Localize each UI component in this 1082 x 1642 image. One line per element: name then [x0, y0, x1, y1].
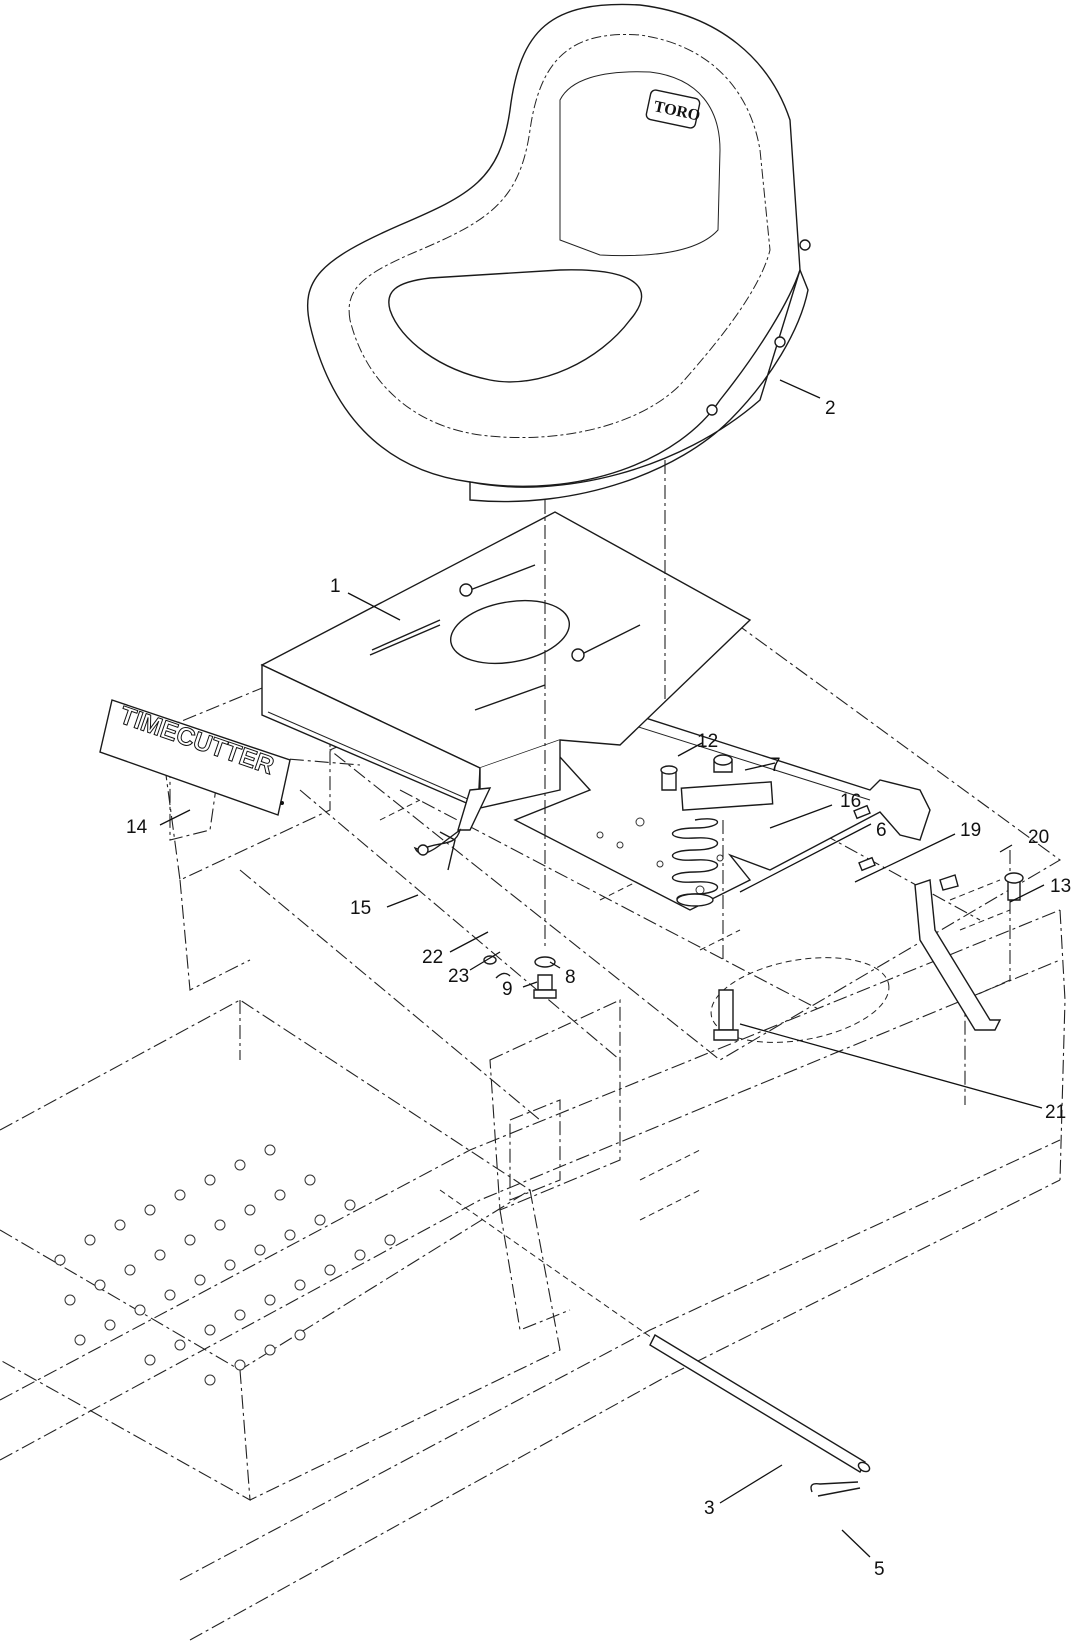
latch-rod: [413, 828, 462, 871]
callout-2: 2: [825, 398, 836, 419]
callout-3: 3: [704, 1498, 715, 1519]
callout-19: 19: [960, 820, 981, 841]
callout-5: 5: [874, 1559, 885, 1580]
callout-14: 14: [126, 817, 148, 838]
callout-13: 13: [1050, 876, 1071, 897]
seat-pan: [260, 511, 752, 831]
hardware: [483, 754, 1024, 1041]
callout-21: 21: [1045, 1102, 1066, 1123]
callout-9: 9: [502, 979, 513, 1000]
decal-label: [680, 781, 774, 811]
pivot-rod: [439, 1189, 871, 1473]
callout-6: 6: [876, 820, 887, 841]
callout-23: 23: [448, 966, 469, 987]
callout-22: 22: [422, 947, 443, 968]
callout-labels: 1 2 3 5 6 7 8 9 12 13 14 15 16 19 20 21 …: [126, 398, 1071, 1580]
seat: TORO: [306, 3, 811, 503]
callout-15: 15: [350, 898, 371, 919]
hairpin-clip: [810, 1481, 861, 1497]
callout-7: 7: [770, 755, 781, 776]
callout-20: 20: [1028, 827, 1049, 848]
callout-8: 8: [565, 967, 576, 988]
callout-12: 12: [697, 731, 718, 752]
suspension-spring: [672, 818, 718, 907]
leader-lines: [159, 379, 1045, 1558]
timecutter-decal: TIMECUTTER: [99, 699, 291, 816]
callout-1: 1: [330, 576, 341, 597]
callout-16: 16: [840, 791, 861, 812]
deck-holes: [54, 1144, 396, 1386]
